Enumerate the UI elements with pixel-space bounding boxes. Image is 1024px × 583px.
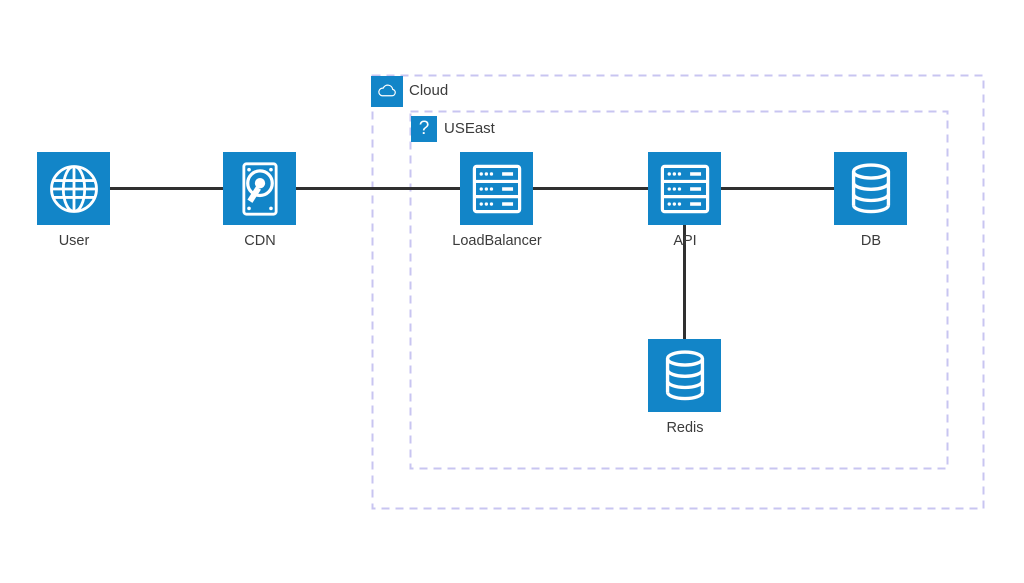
node-api [648, 152, 721, 225]
node-db [834, 152, 907, 225]
node-user-label: User [58, 233, 90, 249]
cluster-cloud-border [371, 74, 985, 510]
cluster-useast-label: USEast [444, 120, 495, 137]
server-rack-icon [462, 154, 532, 224]
database-icon [654, 345, 716, 407]
node-db-label: DB [860, 233, 882, 249]
cloud-icon [375, 80, 399, 104]
cluster-cloud-badge [371, 76, 403, 107]
node-cdn [223, 152, 296, 225]
node-user [37, 152, 110, 225]
node-loadbalancer [460, 152, 533, 225]
question-icon: ? [418, 118, 430, 139]
node-redis-label: Redis [666, 420, 704, 436]
cluster-useast-badge: ? [411, 116, 437, 142]
database-icon [840, 158, 902, 220]
node-cdn-label: CDN [244, 233, 276, 249]
node-redis [648, 339, 721, 412]
globe-icon [47, 162, 101, 216]
cluster-useast-border [409, 110, 949, 470]
node-api-label: API [673, 233, 697, 249]
server-rack-icon [650, 154, 720, 224]
cluster-cloud-label: Cloud [409, 82, 449, 99]
node-loadbalancer-label: LoadBalancer [452, 233, 542, 249]
hdd-icon [229, 158, 291, 220]
